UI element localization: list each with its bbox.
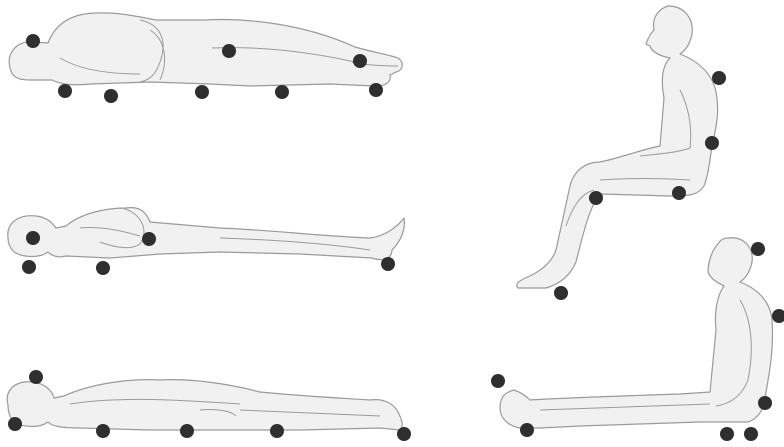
pressure-point — [275, 85, 289, 99]
pressure-point — [712, 71, 726, 85]
pressure-point — [381, 257, 395, 271]
pressure-point — [22, 260, 36, 274]
figure-supine — [8, 208, 405, 260]
pressure-point — [705, 136, 719, 150]
figure-long-sitting — [500, 238, 773, 428]
pressure-point — [29, 370, 43, 384]
pressure-point — [195, 85, 209, 99]
pressure-point — [744, 427, 758, 441]
figure-side-lying — [9, 13, 402, 86]
pressure-point — [720, 427, 734, 441]
pressure-point — [8, 417, 22, 431]
pressure-point — [751, 242, 765, 256]
pressure-point — [369, 83, 383, 97]
pressure-point — [520, 423, 534, 437]
pressure-point — [397, 427, 411, 441]
pressure-point — [26, 34, 40, 48]
pressure-point — [589, 191, 603, 205]
pressure-point — [554, 286, 568, 300]
pressure-point — [180, 424, 194, 438]
figure-sitting-chair — [517, 6, 718, 288]
pressure-point — [142, 232, 156, 246]
pressure-point — [26, 231, 40, 245]
pressure-point — [672, 186, 686, 200]
pressure-point — [222, 44, 236, 58]
pressure-point — [96, 261, 110, 275]
pressure-point — [58, 84, 72, 98]
pressure-point — [758, 396, 772, 410]
pressure-point — [353, 54, 367, 68]
pressure-point — [491, 374, 505, 388]
pressure-point — [104, 89, 118, 103]
figure-prone — [7, 380, 402, 430]
pressure-point — [96, 424, 110, 438]
pressure-point — [772, 309, 784, 323]
pressure-point — [270, 424, 284, 438]
